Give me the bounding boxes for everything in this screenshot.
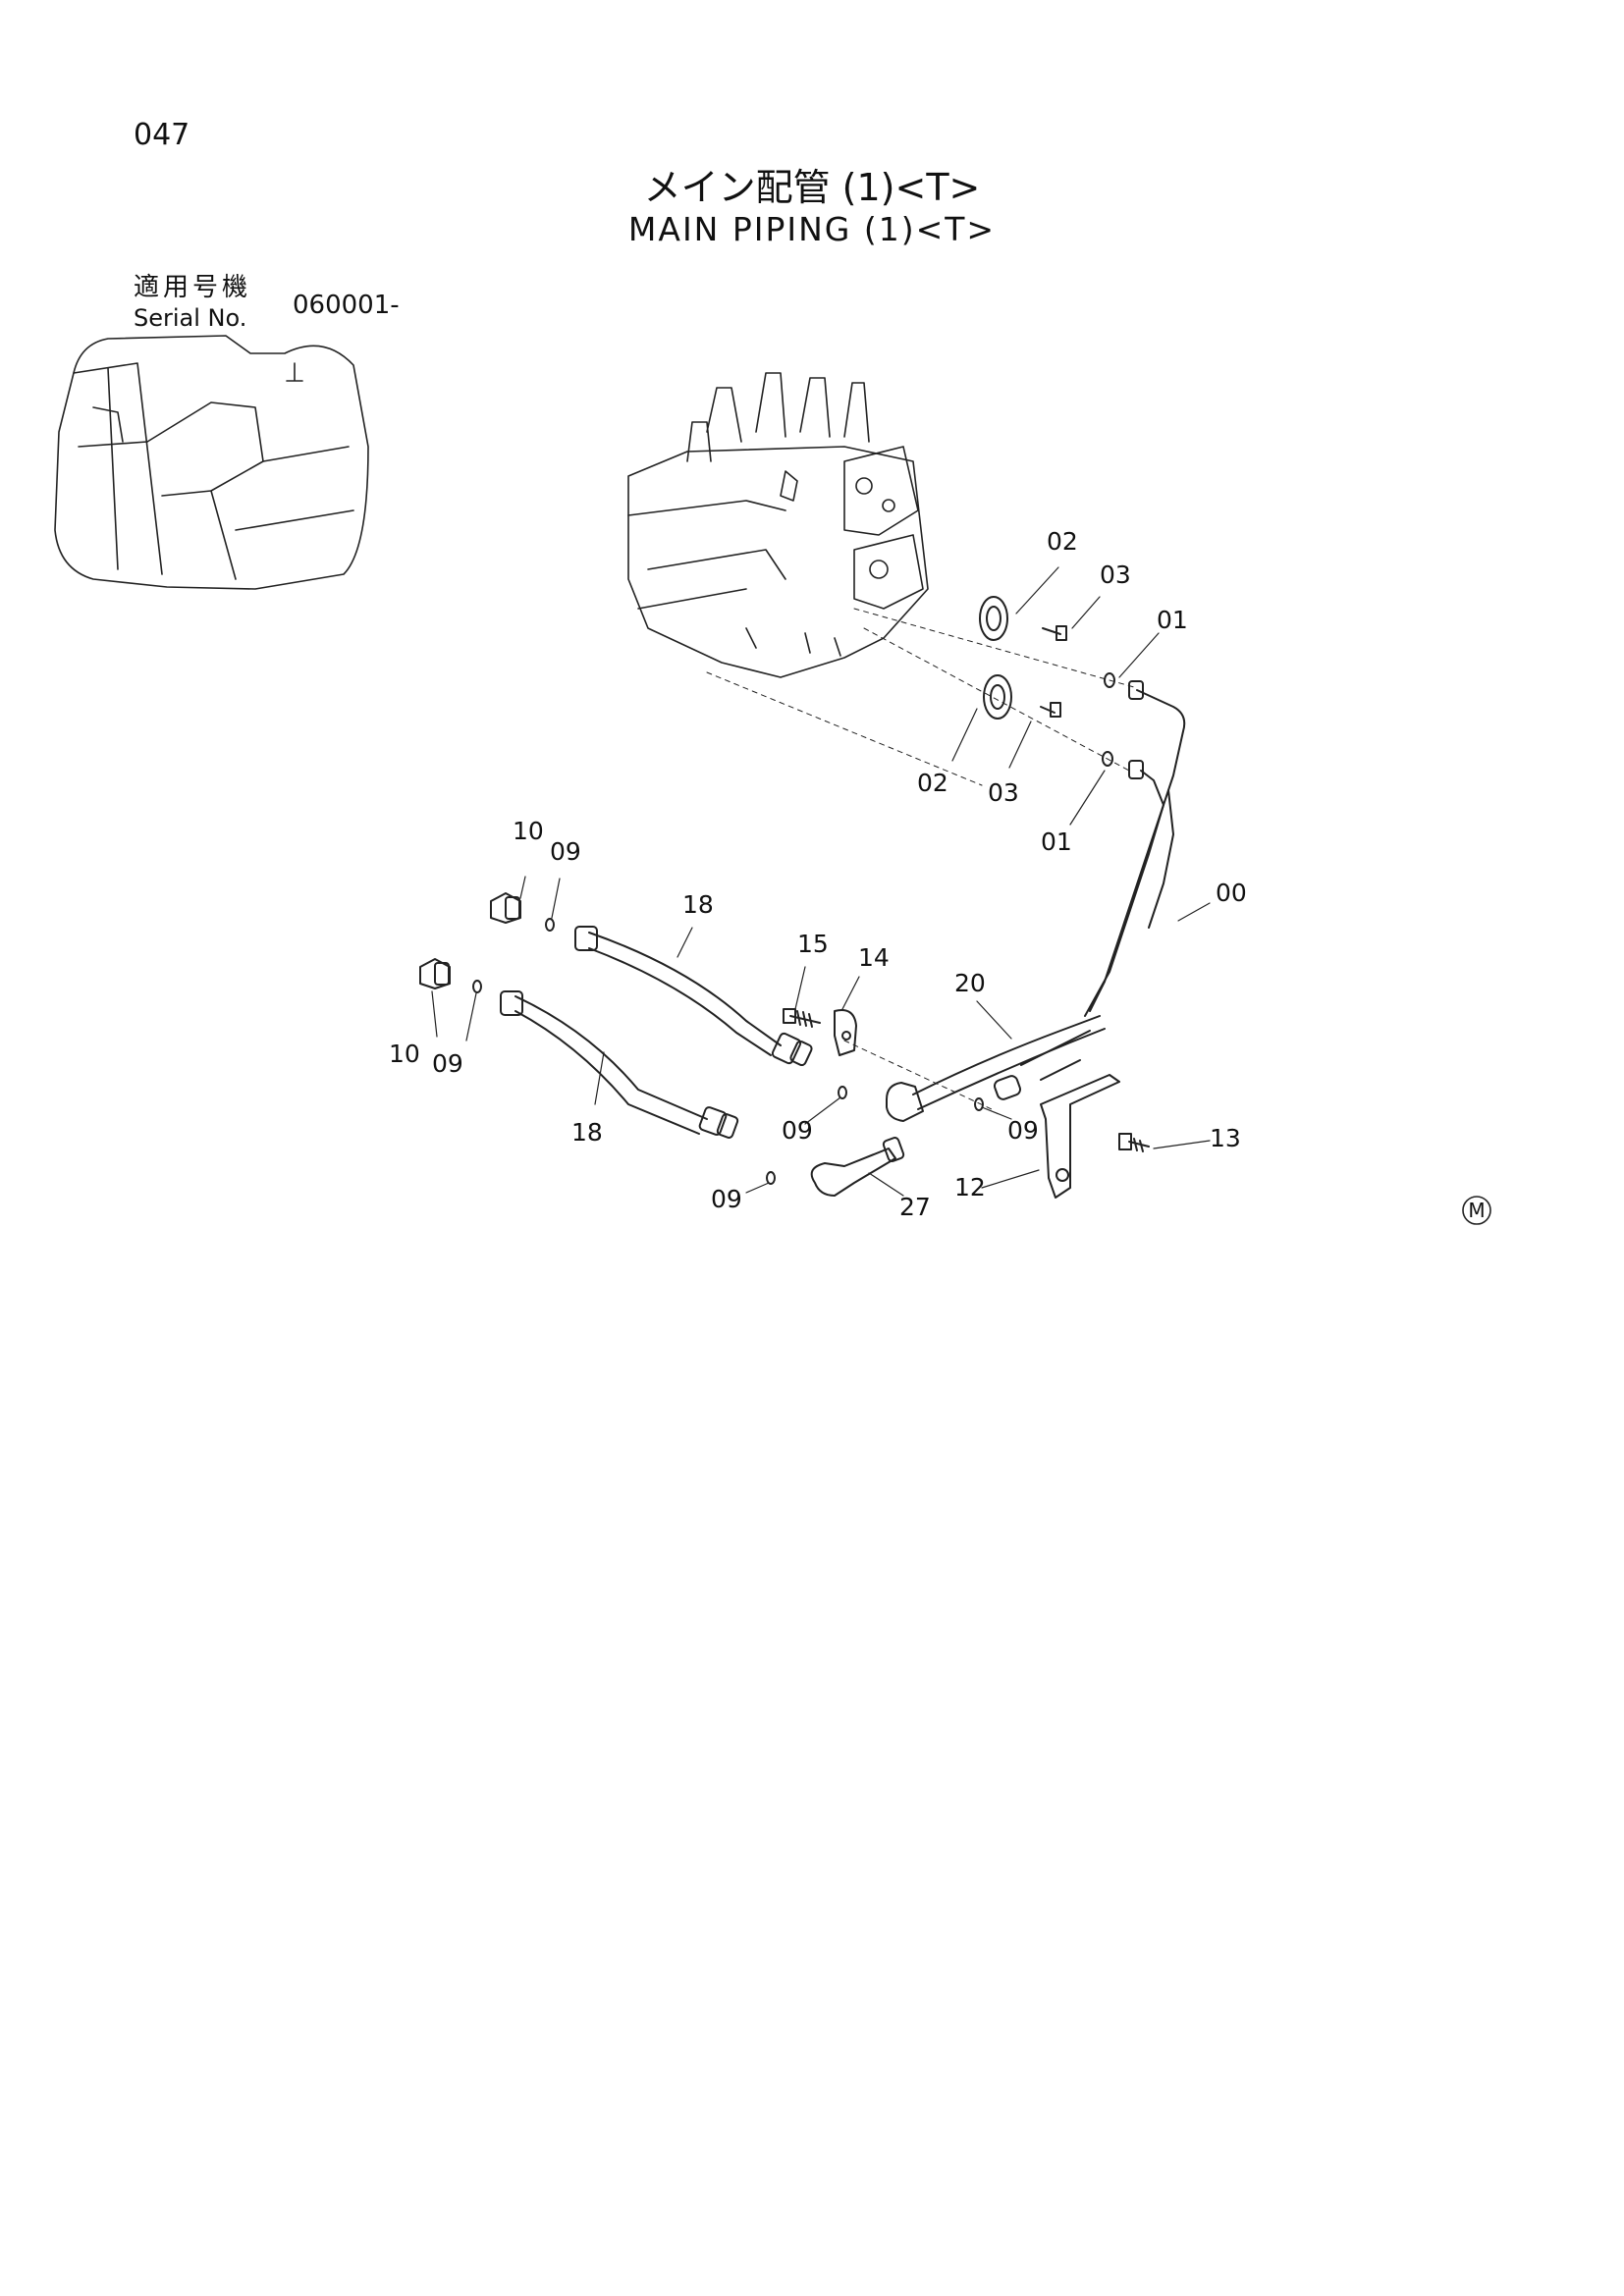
- callout-02-upper: 02: [1047, 527, 1078, 556]
- bolt-13: [1118, 1133, 1150, 1152]
- serial-label-japanese: 適用号機: [134, 273, 252, 302]
- hose-20: [886, 1015, 1106, 1122]
- callout-09-lower-left: 09: [432, 1049, 463, 1078]
- clamp-14: [834, 1009, 857, 1056]
- serial-label-english: Serial No.: [134, 304, 247, 332]
- callout-09-bottom: 09: [711, 1185, 742, 1213]
- hose-18-lower: [500, 990, 739, 1139]
- pipe-00: [1084, 680, 1186, 1017]
- callout-00: 00: [1216, 879, 1247, 907]
- hose-18-upper: [574, 926, 813, 1067]
- page-title-japanese: メイン配管 (1)<T>: [643, 166, 981, 209]
- o-ring-09-bottom: [766, 1171, 776, 1185]
- bracket-12: [1040, 1074, 1120, 1199]
- callout-09-middle: 09: [782, 1116, 813, 1145]
- page-title-english: MAIN PIPING (1)<T>: [627, 210, 997, 248]
- elbow-fitting-right: [993, 1075, 1022, 1100]
- m-mark: M: [1462, 1196, 1491, 1225]
- o-ring-09-lower-hose: [472, 980, 482, 993]
- callout-10-lower: 10: [389, 1040, 420, 1068]
- control-valve-assembly: [627, 372, 929, 678]
- bolt-lower: [1040, 702, 1061, 718]
- port-leader-lines: [706, 608, 1135, 1110]
- callout-01-upper: 01: [1157, 606, 1188, 634]
- o-ring-upper: [1104, 672, 1115, 688]
- o-ring-09-upper-hose: [545, 918, 555, 932]
- callout-12: 12: [954, 1173, 986, 1201]
- callout-09-upper-left: 09: [550, 837, 581, 866]
- callout-18-upper: 18: [682, 890, 714, 919]
- callout-15: 15: [797, 930, 829, 958]
- bolt-upper: [1042, 625, 1067, 641]
- callout-01-lower: 01: [1041, 828, 1072, 856]
- split-flange-upper: [979, 596, 1008, 641]
- callout-09-right: 09: [1007, 1116, 1039, 1145]
- callout-02-lower: 02: [917, 769, 948, 797]
- callout-labels: 02 03 01 02 03 01 10 09 18 15 14 00 20 1…: [389, 527, 1247, 1221]
- callout-27: 27: [899, 1193, 931, 1221]
- o-ring-09-right: [974, 1097, 984, 1111]
- callout-03-lower: 03: [988, 778, 1019, 807]
- callout-10-upper: 10: [513, 817, 544, 845]
- bolt-15: [783, 1008, 821, 1028]
- elbow-fitting-27: [810, 1137, 905, 1197]
- callout-14: 14: [858, 943, 890, 972]
- adapter-10-lower: [419, 958, 451, 989]
- o-ring-lower: [1102, 751, 1113, 767]
- o-ring-09-middle: [838, 1086, 847, 1099]
- callout-20: 20: [954, 969, 986, 997]
- callout-leaders: [431, 566, 1211, 1197]
- m-mark-letter: M: [1468, 1199, 1485, 1222]
- page-number: 047: [134, 118, 190, 152]
- callout-13: 13: [1210, 1124, 1241, 1152]
- excavator-cab-thumbnail: [54, 335, 369, 590]
- split-flange-lower: [983, 674, 1012, 720]
- serial-number-value: 060001-: [293, 291, 400, 320]
- callout-03-upper: 03: [1100, 561, 1131, 589]
- callout-18-lower: 18: [571, 1118, 603, 1147]
- adapter-10-upper: [490, 892, 521, 924]
